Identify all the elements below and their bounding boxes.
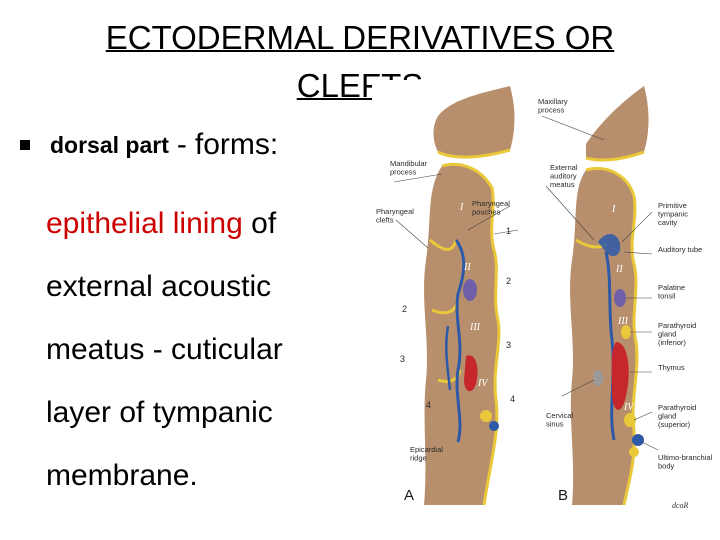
pharyngeal-pouch-a <box>454 239 466 443</box>
label-auditory-tube: Auditory tube <box>658 245 702 254</box>
parathyroid-inferior-b <box>621 325 631 339</box>
cleft-number-4: 4 <box>426 400 431 410</box>
cleft-number-2: 2 <box>402 304 407 314</box>
ultimobranchial-b <box>632 434 644 446</box>
arch-iii-b: III <box>617 316 629 327</box>
arch-ii-a: II <box>463 262 471 273</box>
arch-ii-b: II <box>615 264 623 275</box>
embryo-column-b <box>570 168 637 505</box>
body-line-1: epithelial lining of <box>46 192 366 255</box>
label-thymus: Thymus <box>658 363 685 372</box>
body-line-5: membrane. <box>46 459 198 492</box>
maxillary-process-a <box>433 86 515 158</box>
cleft-number-3: 3 <box>400 354 405 364</box>
bullet-lead-bold: dorsal part <box>50 131 169 158</box>
bullet-square-icon <box>20 140 30 150</box>
body-line-2: external acoustic <box>46 270 272 303</box>
bullet-separator: - <box>176 128 187 161</box>
bullet-lead-text: forms: <box>194 128 279 161</box>
auditory-tube-b <box>598 233 621 257</box>
body-line-3: meatus - cuticular <box>46 333 283 366</box>
cervical-sinus-b <box>593 370 603 386</box>
thymus-a <box>464 355 478 392</box>
illustrator-signature: dcoR <box>672 501 689 510</box>
panel-label-b: B <box>558 487 568 504</box>
pouch-number-4: 4 <box>510 394 515 404</box>
pouch-number-2: 2 <box>506 276 511 286</box>
body-of-text: of <box>242 207 277 240</box>
ultimobranchial-a <box>480 410 492 422</box>
thymus-b <box>611 342 629 410</box>
arch-iii-a: III <box>469 322 481 333</box>
panel-label-a: A <box>404 487 414 504</box>
palatine-tonsil-b <box>614 289 626 307</box>
palatine-tonsil-a <box>463 279 477 301</box>
body-paragraph: epithelial lining of external acoustic m… <box>46 192 366 507</box>
maxillary-process-b <box>586 86 649 160</box>
bullet-item: dorsal part - forms: <box>20 128 278 162</box>
arch-i-b: I <box>611 204 616 215</box>
pouch-number-1: 1 <box>506 226 511 236</box>
pouch-number-3: 3 <box>506 340 511 350</box>
arch-iv-a: IV <box>477 378 489 389</box>
arch-i-a: I <box>459 202 464 213</box>
body-line-4: layer of tympanic <box>46 396 273 429</box>
highlight-text: epithelial lining <box>46 207 243 240</box>
arch-iv-b: IV <box>623 402 635 413</box>
parathyroid-superior-b <box>624 413 636 427</box>
